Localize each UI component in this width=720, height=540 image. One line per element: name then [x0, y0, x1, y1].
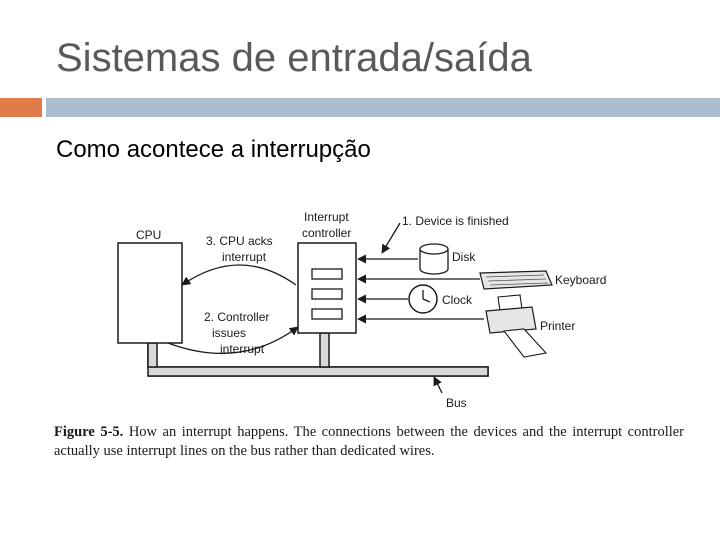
clock-icon	[409, 285, 437, 313]
step1-label: 1. Device is finished	[402, 214, 509, 228]
cpu-bus-link	[148, 343, 157, 367]
interrupt-diagram: CPU Interrupt controller 3. CPU acks int…	[100, 205, 640, 410]
disk-icon	[420, 244, 448, 274]
printer-icon	[486, 295, 546, 357]
step3-line2: interrupt	[222, 250, 267, 264]
printer-label: Printer	[540, 319, 575, 333]
caption-text: How an interrupt happens. The connection…	[54, 424, 684, 459]
ack-arrow	[182, 265, 296, 285]
step2-line1: 2. Controller	[204, 310, 269, 324]
step2-line3: interrupt	[220, 342, 265, 356]
bus-fill	[148, 367, 488, 376]
step3-line1: 3. CPU acks	[206, 234, 273, 248]
controller-slot	[312, 269, 342, 279]
controller-label-line2: controller	[302, 226, 351, 240]
figure-label: Figure 5-5.	[54, 424, 123, 440]
controller-slot	[312, 289, 342, 299]
title-rule	[46, 98, 720, 117]
keyboard-icon	[480, 271, 552, 289]
cpu-box	[118, 243, 182, 343]
step2-line2: issues	[212, 326, 246, 340]
bus-label: Bus	[446, 396, 467, 410]
accent-bar	[0, 98, 42, 117]
controller-slot	[312, 309, 342, 319]
slide-title: Sistemas de entrada/saída	[56, 36, 532, 81]
keyboard-label: Keyboard	[555, 273, 606, 287]
cpu-label: CPU	[136, 228, 161, 242]
figure-caption: Figure 5-5. How an interrupt happens. Th…	[54, 423, 684, 461]
bus-arrow	[434, 377, 442, 393]
step1-arrow	[382, 223, 400, 253]
controller-bus-link	[320, 333, 329, 367]
controller-label-line1: Interrupt	[304, 210, 349, 224]
disk-label: Disk	[452, 250, 476, 264]
clock-label: Clock	[442, 293, 473, 307]
slide-subtitle: Como acontece a interrupção	[56, 136, 371, 164]
